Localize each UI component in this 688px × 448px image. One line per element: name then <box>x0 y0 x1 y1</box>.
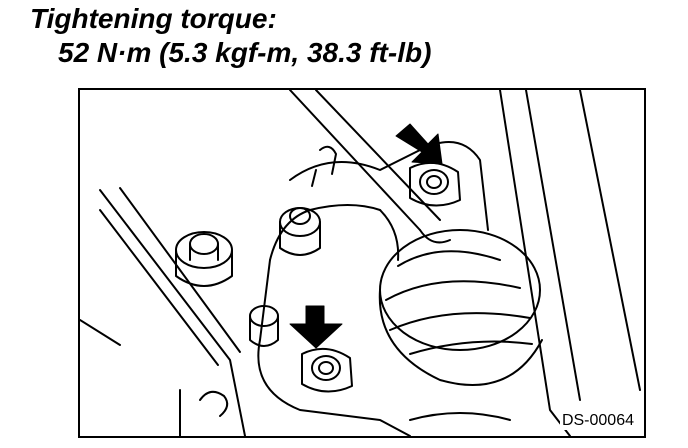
right-member <box>499 90 641 436</box>
lower-bolt <box>301 347 353 393</box>
rubber-boot <box>378 229 543 386</box>
lower-arrow <box>289 305 343 349</box>
left-strut <box>80 187 246 436</box>
shift-rod <box>289 90 451 244</box>
torque-heading: Tightening torque: <box>30 3 277 34</box>
middle-stud <box>279 207 321 256</box>
housing-body <box>257 141 489 436</box>
mechanical-illustration <box>80 90 641 436</box>
small-stud <box>249 305 279 347</box>
lower-linkage <box>179 389 511 436</box>
torque-value: 52 N·m (5.3 kgf-m, 38.3 ft-lb) <box>58 37 432 68</box>
upper-bolt <box>409 161 461 207</box>
figure-code: DS-00064 <box>559 412 636 430</box>
upper-arrow <box>395 123 443 165</box>
illustration-frame: DS-00064 <box>78 88 646 438</box>
left-stud <box>175 231 233 287</box>
